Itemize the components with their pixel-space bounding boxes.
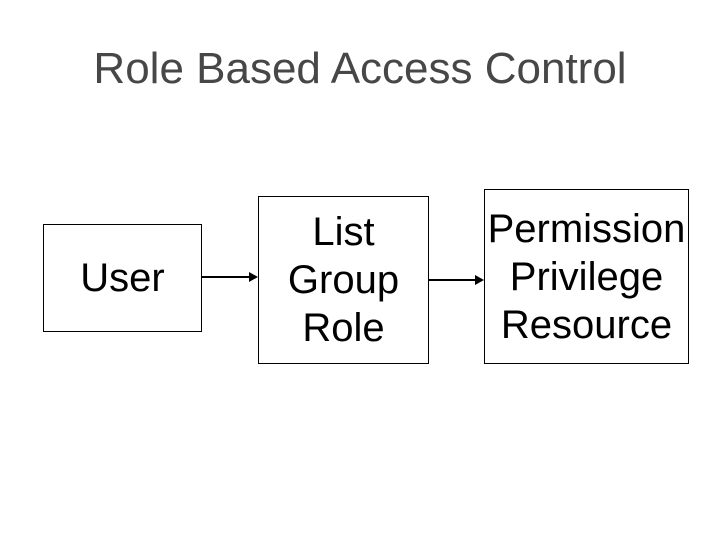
node-permission-label-line-3: Resource (500, 302, 673, 347)
node-role[interactable]: List Group Role (258, 196, 429, 364)
arrow-user-to-role (202, 272, 258, 282)
arrow-head-icon (475, 275, 484, 285)
node-user[interactable]: User (43, 224, 202, 332)
node-user-label: User (80, 256, 165, 300)
slide-title: Role Based Access Control (93, 44, 627, 93)
arrow-line (429, 279, 477, 281)
node-permission[interactable]: Permission Privilege Resource (484, 189, 689, 364)
node-role-label-line-3: Role (302, 306, 385, 350)
node-role-label-line-2: Group (287, 258, 400, 302)
arrow-role-to-permission (429, 275, 484, 285)
node-permission-label-line-1: Permission (487, 206, 686, 251)
node-permission-label-line-2: Privilege (509, 254, 664, 299)
node-role-label-line-1: List (312, 210, 375, 254)
arrow-line (202, 276, 251, 278)
arrow-head-icon (249, 272, 258, 282)
